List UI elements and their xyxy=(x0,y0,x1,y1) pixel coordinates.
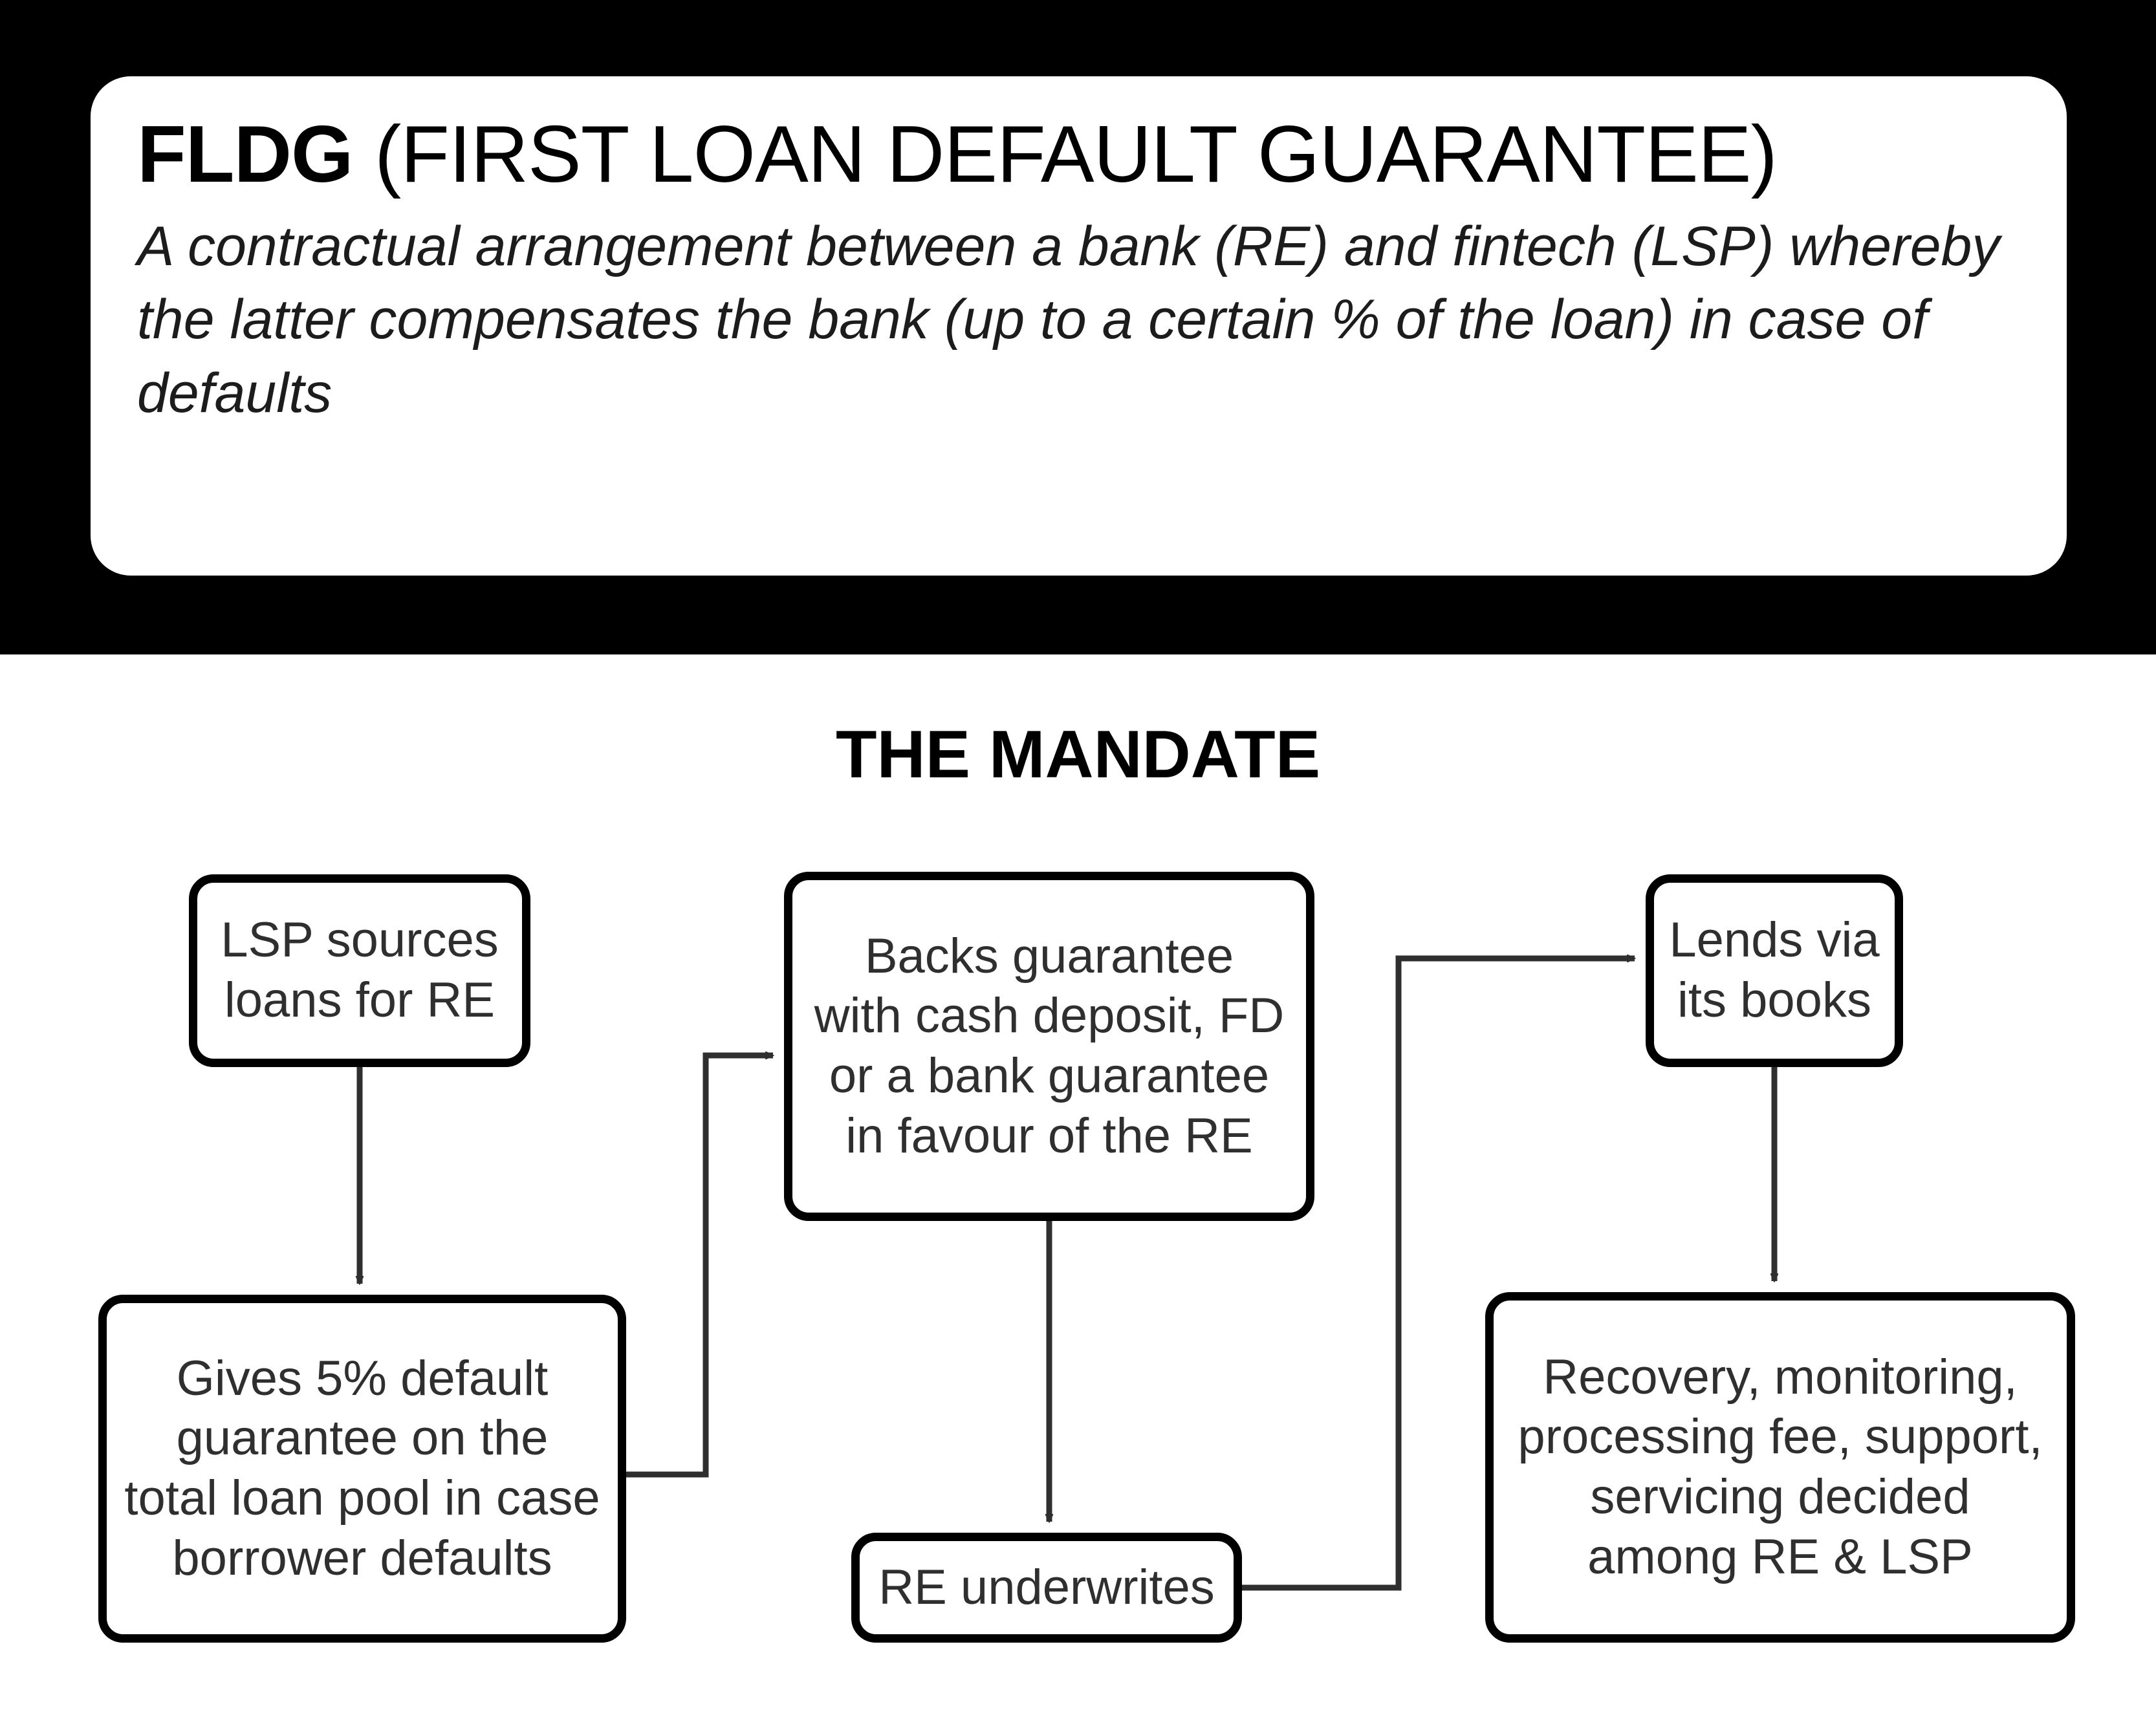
flow-node-lends-books[interactable]: Lends via its books xyxy=(1646,874,1903,1067)
page-title-abbrev: FLDG xyxy=(137,110,353,199)
flow-node-backs-guarantee[interactable]: Backs guarantee with cash deposit, FD or… xyxy=(784,872,1314,1221)
connector-underwrites-to-lends xyxy=(1242,958,1635,1591)
page-subtitle: A contractual arrangement between a bank… xyxy=(137,215,2000,424)
flow-node-label: LSP sources loans for RE xyxy=(221,913,499,1028)
flow-node-label: Lends via its books xyxy=(1669,913,1880,1028)
page-title-expansion: (FIRST LOAN DEFAULT GUARANTEE) xyxy=(353,110,1778,199)
flow-node-label: Recovery, monitoring, processing fee, su… xyxy=(1518,1349,2043,1584)
connector-gives-to-backs xyxy=(626,1055,773,1478)
flow-node-label: RE underwrites xyxy=(878,1559,1215,1615)
mandate-heading: THE MANDATE xyxy=(835,717,1321,792)
flow-node-label: Gives 5% default guarantee on the total … xyxy=(124,1350,600,1586)
flow-node-lsp-sources[interactable]: LSP sources loans for RE xyxy=(189,874,530,1067)
flow-node-re-underwrites[interactable]: RE underwrites xyxy=(851,1533,1242,1643)
header-band: FLDG (FIRST LOAN DEFAULT GUARANTEE) A co… xyxy=(0,0,2156,654)
flow-node-label: Backs guarantee with cash deposit, FD or… xyxy=(814,928,1285,1163)
header-card: FLDG (FIRST LOAN DEFAULT GUARANTEE) A co… xyxy=(91,76,2067,576)
flow-node-recovery-servicing[interactable]: Recovery, monitoring, processing fee, su… xyxy=(1485,1292,2075,1643)
flow-node-gives-default-guarantee[interactable]: Gives 5% default guarantee on the total … xyxy=(98,1295,626,1643)
page-title: FLDG (FIRST LOAN DEFAULT GUARANTEE) xyxy=(137,110,2020,200)
